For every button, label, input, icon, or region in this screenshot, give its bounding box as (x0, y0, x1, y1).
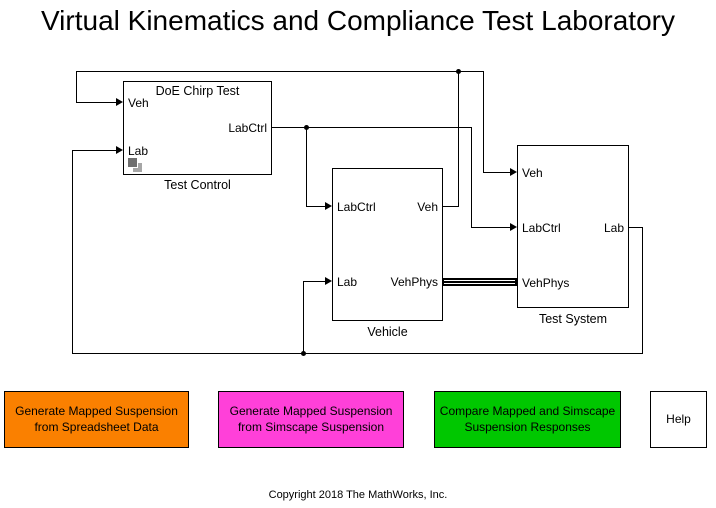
wire-veh-right-drop[interactable] (483, 71, 484, 172)
wire-junction-dot (456, 69, 461, 74)
wire-veh-riser[interactable] (458, 71, 459, 206)
wire-junction-dot (304, 125, 309, 130)
wire-labctrl-horizontal[interactable] (272, 127, 471, 128)
wire-veh-left-drop[interactable] (76, 71, 77, 102)
arrowhead-icon (325, 277, 332, 285)
subsystem-variant-badge-icon (127, 157, 142, 172)
wire-lab-bottom-horizontal[interactable] (72, 353, 643, 354)
port-label-labctrl: LabCtrl (228, 121, 267, 135)
block-test-system[interactable]: Veh LabCtrl Lab VehPhys (517, 145, 629, 308)
block-test-control-caption[interactable]: Test Control (164, 178, 231, 192)
port-label-lab: Lab (128, 144, 149, 158)
wire-lab-into-vehicle[interactable] (303, 281, 326, 282)
arrowhead-icon (510, 168, 517, 176)
wire-labctrl-right-drop[interactable] (471, 127, 472, 227)
help-button[interactable]: Help (650, 391, 707, 448)
wire-veh-into-test-control[interactable] (76, 102, 117, 103)
wire-labctrl-branch-drop[interactable] (306, 127, 307, 206)
port-label-veh: Veh (522, 166, 543, 180)
arrowhead-icon (325, 202, 332, 210)
port-label-vehphys: VehPhys (390, 275, 438, 289)
wire-junction-dot (301, 351, 306, 356)
wire-lab-into-test-control[interactable] (72, 150, 117, 151)
port-label-lab: Lab (337, 275, 358, 289)
wire-veh-into-test-system[interactable] (483, 172, 511, 173)
port-label-labctrl: LabCtrl (337, 200, 376, 214)
wire-veh-top-horizontal[interactable] (76, 71, 483, 72)
arrowhead-icon (116, 146, 123, 154)
wire-lab-left-riser[interactable] (72, 150, 73, 353)
wire-veh-from-vehicle-output[interactable] (442, 206, 459, 207)
arrowhead-icon (510, 223, 517, 231)
wire-vehphys-physical-connection[interactable] (442, 278, 517, 286)
block-vehicle-caption[interactable]: Vehicle (367, 325, 408, 339)
wire-labctrl-into-test-system[interactable] (471, 227, 511, 228)
generate-mapped-suspension-spreadsheet-button[interactable]: Generate Mapped Suspension from Spreadsh… (4, 391, 189, 448)
block-vehicle[interactable]: LabCtrl Veh Lab VehPhys (332, 168, 443, 321)
wire-labctrl-into-vehicle[interactable] (306, 206, 326, 207)
generate-mapped-suspension-simscape-button[interactable]: Generate Mapped Suspension from Simscape… (218, 391, 404, 448)
port-label-vehphys: VehPhys (522, 276, 570, 290)
block-test-system-caption[interactable]: Test System (538, 312, 608, 326)
compare-suspension-responses-button[interactable]: Compare Mapped and Simscape Suspension R… (434, 391, 621, 448)
wire-lab-from-test-system-output[interactable] (628, 227, 643, 228)
wire-lab-branch-riser[interactable] (303, 281, 304, 353)
port-label-lab: Lab (603, 221, 624, 235)
copyright-text: Copyright 2018 The MathWorks, Inc. (268, 489, 448, 501)
block-test-control[interactable]: DoE Chirp Test Veh LabCtrl Lab (123, 81, 272, 175)
wire-lab-right-drop[interactable] (642, 227, 643, 353)
port-label-veh: Veh (128, 96, 149, 110)
port-label-labctrl: LabCtrl (522, 221, 561, 235)
block-test-control-heading: DoE Chirp Test (155, 84, 240, 98)
arrowhead-icon (116, 98, 123, 106)
model-title: Virtual Kinematics and Compliance Test L… (41, 5, 675, 36)
port-label-veh: Veh (417, 200, 438, 214)
